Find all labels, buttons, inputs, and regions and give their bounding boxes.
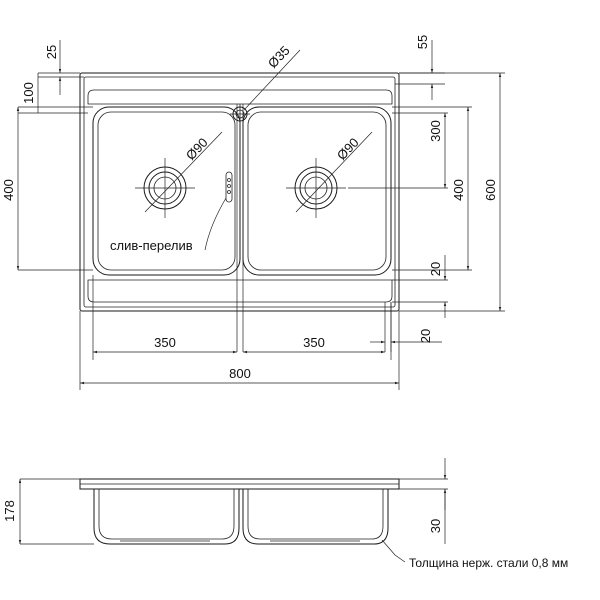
back-ledge [87, 89, 393, 105]
left-drain [135, 131, 223, 218]
right-bowl-inner [247, 111, 387, 271]
dim-400-left: 400 [1, 179, 16, 201]
left-bowl-inner [97, 111, 236, 271]
side-left-bowl [93, 489, 240, 545]
left-bowl-outer [92, 106, 241, 276]
right-drain [286, 131, 373, 218]
right-bowl-outer [242, 106, 392, 276]
overflow-label: слив-перелив [110, 238, 193, 253]
top-view [79, 72, 400, 352]
dim-25: 25 [44, 45, 59, 59]
dim-90-right: Ø90 [334, 135, 362, 163]
sink-outer-outline [79, 72, 400, 312]
dim-90-left: Ø90 [183, 135, 211, 163]
dim-100: 100 [21, 82, 36, 104]
front-ledge [87, 279, 393, 303]
dim-350-right: 350 [303, 335, 325, 350]
side-view [18, 458, 448, 563]
thickness-label: Толщина нерж. стали 0,8 мм [409, 556, 568, 570]
dim-20-vertical: 20 [428, 262, 443, 276]
dim-350-left: 350 [154, 335, 176, 350]
dim-20-horizontal: 20 [418, 329, 433, 343]
side-right-bowl [242, 489, 389, 545]
sink-inner-rim [83, 76, 396, 308]
dimension-lines [16, 40, 505, 390]
tap-hole [230, 104, 250, 124]
overflow-slot [204, 171, 233, 251]
dim-800: 800 [229, 366, 251, 381]
dim-30: 30 [428, 519, 443, 533]
dim-178: 178 [2, 500, 17, 522]
dim-600: 600 [483, 179, 498, 201]
dim-55: 55 [415, 35, 430, 49]
dim-400-right: 400 [451, 179, 466, 201]
dim-300: 300 [428, 120, 443, 142]
dim-35: Ø35 [265, 43, 293, 71]
